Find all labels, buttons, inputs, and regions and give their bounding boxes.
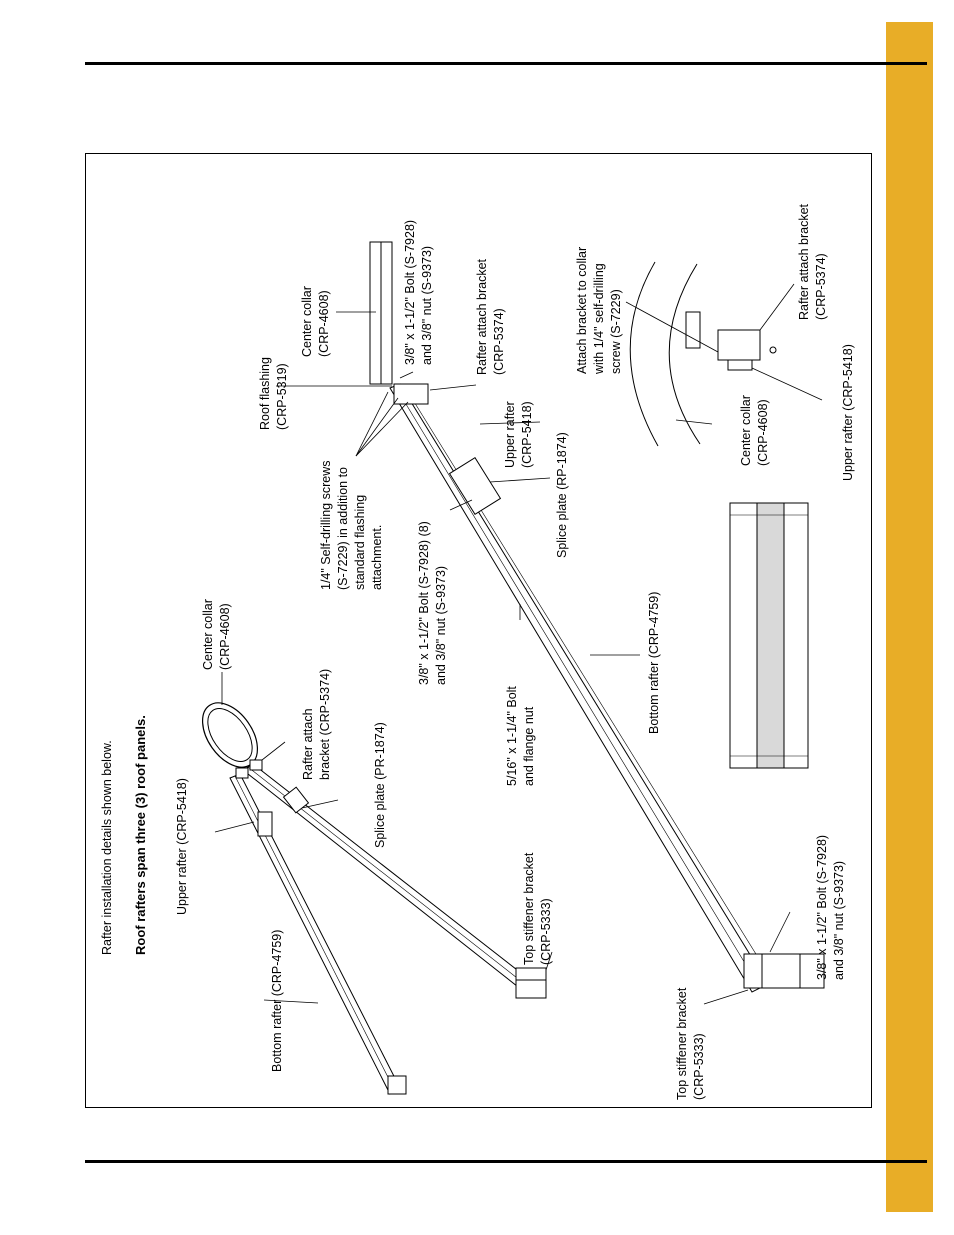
middle-leaders [276, 311, 791, 1005]
left-top-stiffener-bracket [515, 967, 547, 999]
middle-assembly [369, 241, 825, 993]
label-bottom-rafter-mid: Bottom rafter (CRP-4759) [647, 592, 661, 734]
label-upper-rafter-left: Upper rafter (CRP-5418) [175, 778, 189, 915]
label-upper-rafter-detail: Upper rafter (CRP-5418) [841, 344, 855, 481]
detail-rafter-attach-bracket [717, 329, 761, 361]
label-splice-plate-mid: Splice plate (RP-1874) [555, 432, 569, 558]
label-center-collar-left: Center collar (CRP-4608) [201, 596, 232, 670]
label-bottom-rafter-left: Bottom rafter (CRP-4759) [270, 930, 284, 1072]
label-upper-rafter-mid: Upper rafter (CRP-5418) [503, 398, 534, 468]
label-rafter-attach-mid: Rafter attach bracket (CRP-5374) [475, 255, 506, 375]
side-tab [886, 22, 933, 1212]
left-splice-plate-a [257, 811, 273, 837]
span-text: Roof rafters span three (3) roof panels. [133, 715, 148, 955]
top-rule [85, 62, 927, 65]
mid-rafter [389, 383, 769, 993]
label-top-stiffener-bottom: Top stiffener bracket (CRP-5333) [675, 984, 706, 1100]
detail-view [629, 261, 777, 447]
panel-band [756, 502, 785, 769]
bottom-rule [85, 1160, 927, 1163]
label-center-collar-detail: Center collar (CRP-4608) [739, 392, 770, 466]
label-rafter-attach-detail: Rafter attach bracket (CRP-5374) [797, 200, 828, 320]
label-bolt-top: 3/8" x 1-1/2" Bolt (S-7928) and 3/8" nut… [403, 216, 434, 365]
label-self-drilling: 1/4" Self-drilling screws (S-7229) in ad… [319, 457, 384, 590]
mid-top-stiffener-bracket [743, 953, 825, 989]
detail-leaders [625, 283, 823, 425]
label-bolt-splice: 3/8" x 1-1/2" Bolt (S-7928) (8) and 3/8"… [417, 518, 448, 685]
panel-section [729, 502, 809, 769]
figure-frame [85, 153, 872, 1108]
label-center-collar-mid: Center collar (CRP-4608) [300, 283, 331, 357]
detail-upper-rafter [727, 359, 753, 371]
left-leaders [214, 672, 553, 1004]
left-rafter-attach-bracket [235, 767, 249, 779]
left-assembly [201, 702, 547, 1095]
label-splice-plate-left: Splice plate (PR-1874) [373, 722, 387, 848]
mid-splice-plate [448, 457, 502, 515]
label-attach-collar: Attach bracket to collar with 1/4" self-… [575, 243, 623, 375]
label-bolt-516: 5/16" x 1-1/4" Bolt and flange nut [505, 683, 536, 786]
mid-rafter-attach-bracket [393, 383, 429, 405]
label-top-stiffener-left: Top stiffener bracket (CRP-5333) [522, 849, 553, 965]
intro-text: Rafter installation details shown below. [100, 740, 114, 955]
label-roof-flashing: Roof flashing (CRP-5319) [258, 354, 289, 430]
label-bolt-bottom: 3/8" x 1-1/2" Bolt (S-7928) and 3/8" nut… [815, 831, 846, 980]
label-rafter-attach-left: Rafter attach bracket (CRP-5374) [301, 669, 332, 780]
labels: Rafter installation details shown below.… [100, 200, 855, 1100]
